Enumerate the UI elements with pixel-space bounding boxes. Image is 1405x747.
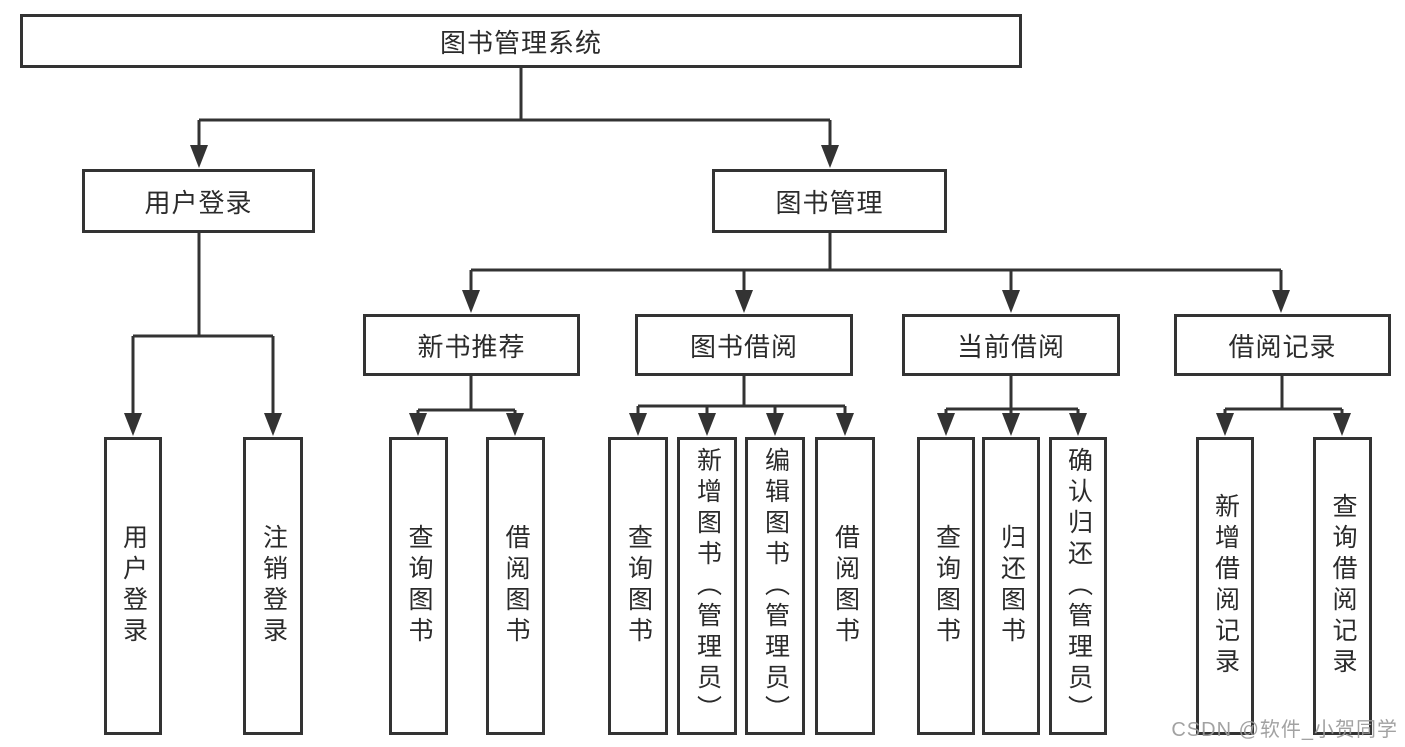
node-label: 借阅图书 (831, 524, 860, 648)
node-label: 当前借阅 (956, 331, 1065, 362)
node-new-book-recommend: 新书推荐 (363, 314, 580, 376)
node-book-borrowing: 图书借阅 (635, 314, 853, 376)
node-label: 新增借阅记录 (1211, 493, 1240, 679)
leaf-confirm-return-admin: 确认归还（管理员） (1049, 437, 1107, 735)
leaf-borrow-books-borrowing: 借阅图书 (815, 437, 875, 735)
node-label: 编辑图书（管理员） (761, 446, 790, 726)
leaf-return-book: 归还图书 (982, 437, 1040, 735)
leaf-query-books-borrowing: 查询图书 (608, 437, 668, 735)
node-label: 图书管理 (775, 187, 884, 218)
node-label: 查询图书 (932, 524, 961, 648)
node-label: 注销登录 (259, 524, 288, 648)
csdn-watermark: CSDN @软件_小贺同学 (1171, 719, 1398, 741)
leaf-borrow-books-recommend: 借阅图书 (486, 437, 545, 735)
node-label: 新增图书（管理员） (693, 446, 722, 726)
node-label: 图书借阅 (689, 331, 798, 362)
node-book-management: 图书管理 (712, 169, 947, 233)
node-label: 新书推荐 (417, 331, 526, 362)
node-label: 查询借阅记录 (1329, 493, 1357, 679)
node-label: 确认归还（管理员） (1064, 446, 1093, 726)
node-borrowing-records: 借阅记录 (1174, 314, 1391, 376)
node-current-borrowing: 当前借阅 (902, 314, 1120, 376)
node-label: 用户登录 (119, 524, 148, 648)
node-label: 查询图书 (624, 524, 653, 648)
leaf-query-books-recommend: 查询图书 (389, 437, 448, 735)
leaf-add-borrow-record: 新增借阅记录 (1196, 437, 1254, 735)
leaf-add-book-admin: 新增图书（管理员） (677, 437, 737, 735)
node-label: 图书管理系统 (439, 27, 602, 58)
leaf-query-books-current: 查询图书 (917, 437, 975, 735)
node-label: 查询图书 (405, 524, 433, 648)
node-label: 用户登录 (144, 187, 253, 218)
leaf-edit-book-admin: 编辑图书（管理员） (745, 437, 805, 735)
node-library-management-system: 图书管理系统 (20, 14, 1022, 68)
leaf-user-login: 用户登录 (104, 437, 162, 735)
leaf-query-borrow-record: 查询借阅记录 (1313, 437, 1372, 735)
node-label: 归还图书 (997, 524, 1026, 648)
leaf-logout: 注销登录 (243, 437, 303, 735)
node-user-login: 用户登录 (82, 169, 315, 233)
node-label: 借阅图书 (502, 524, 530, 648)
node-label: 借阅记录 (1228, 331, 1337, 362)
